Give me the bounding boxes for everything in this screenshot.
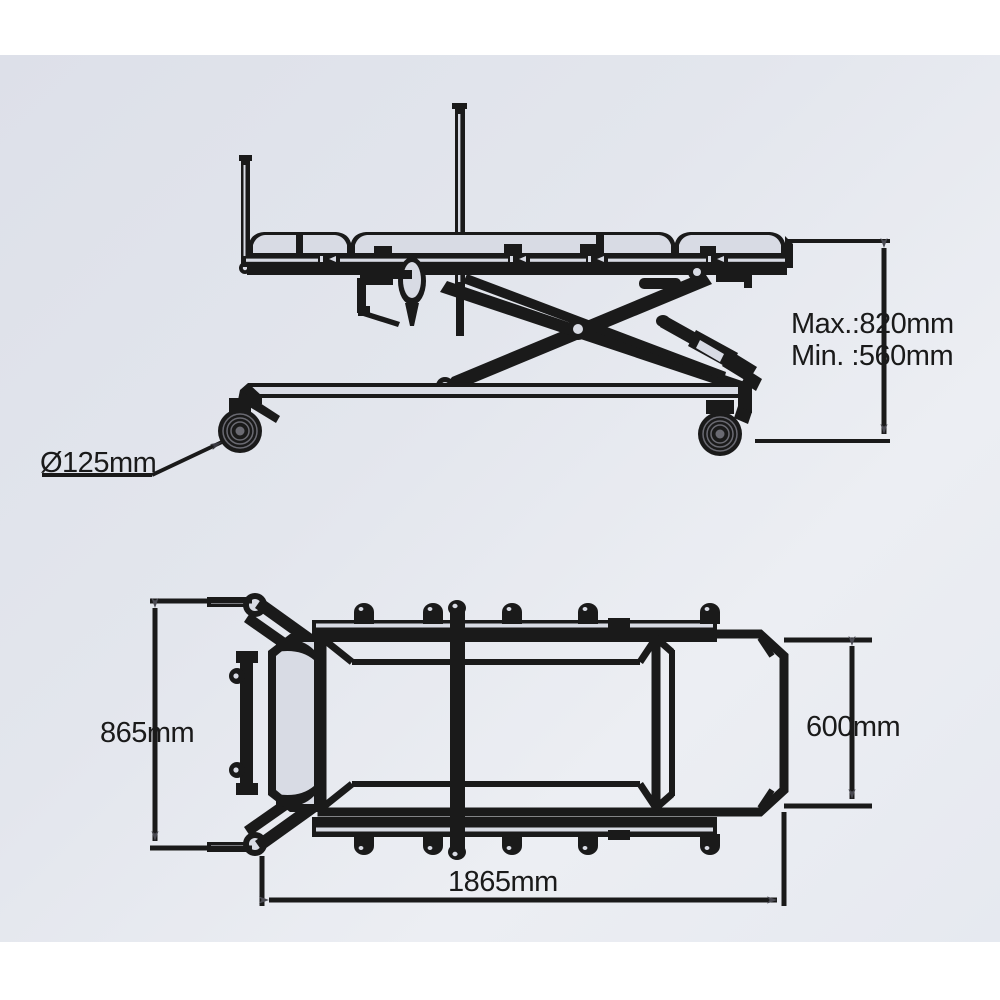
rail-post	[354, 603, 374, 624]
hydraulic-cylinder	[656, 315, 762, 391]
dimension-label-overall-length: 1865mm	[448, 866, 558, 898]
scissor-lift	[436, 263, 752, 395]
foot-end-bracket	[608, 618, 630, 840]
iv-pole-center	[450, 103, 469, 336]
center-crossbar	[448, 600, 466, 860]
rail-post	[700, 603, 720, 624]
left-mounting-plate	[229, 651, 258, 795]
dimension-height-range	[755, 238, 890, 443]
buckle	[318, 254, 340, 264]
rail-post	[578, 834, 598, 855]
dimension-overall-length	[259, 812, 787, 906]
rail-post	[700, 834, 720, 855]
rail-post	[578, 603, 598, 624]
buckle	[706, 254, 728, 264]
dimension-label-height-min: Min. :560mm	[791, 340, 954, 372]
base-frame	[238, 383, 752, 423]
dimension-label-overall-width: 865mm	[100, 717, 195, 749]
restraint-belt-buckles	[318, 244, 728, 264]
dimension-label-bed-width: 600mm	[806, 711, 901, 743]
top-plan-view	[207, 593, 789, 860]
dimension-overall-width	[150, 598, 252, 851]
side-elevation-view	[218, 103, 793, 456]
dimension-label-caster-diameter: Ø125mm	[40, 447, 157, 479]
rail-post	[354, 834, 374, 855]
side-rail-bottom	[312, 817, 720, 855]
caster-wheel-right	[698, 400, 752, 456]
buckle	[508, 254, 530, 264]
drawing-canvas-background	[0, 55, 1000, 942]
dimension-bed-width	[784, 636, 872, 809]
bed-outline-plan	[268, 629, 789, 817]
rail-post	[502, 603, 522, 624]
buckle	[586, 254, 608, 264]
dimension-caster-diameter-leader	[42, 440, 223, 477]
rail-post	[423, 834, 443, 855]
center-control-assembly	[357, 257, 426, 327]
rail-post	[423, 603, 443, 624]
dimension-label-height-max: Max.:820mm	[791, 308, 954, 340]
rail-post	[502, 834, 522, 855]
caster-wheel-left	[218, 398, 262, 453]
